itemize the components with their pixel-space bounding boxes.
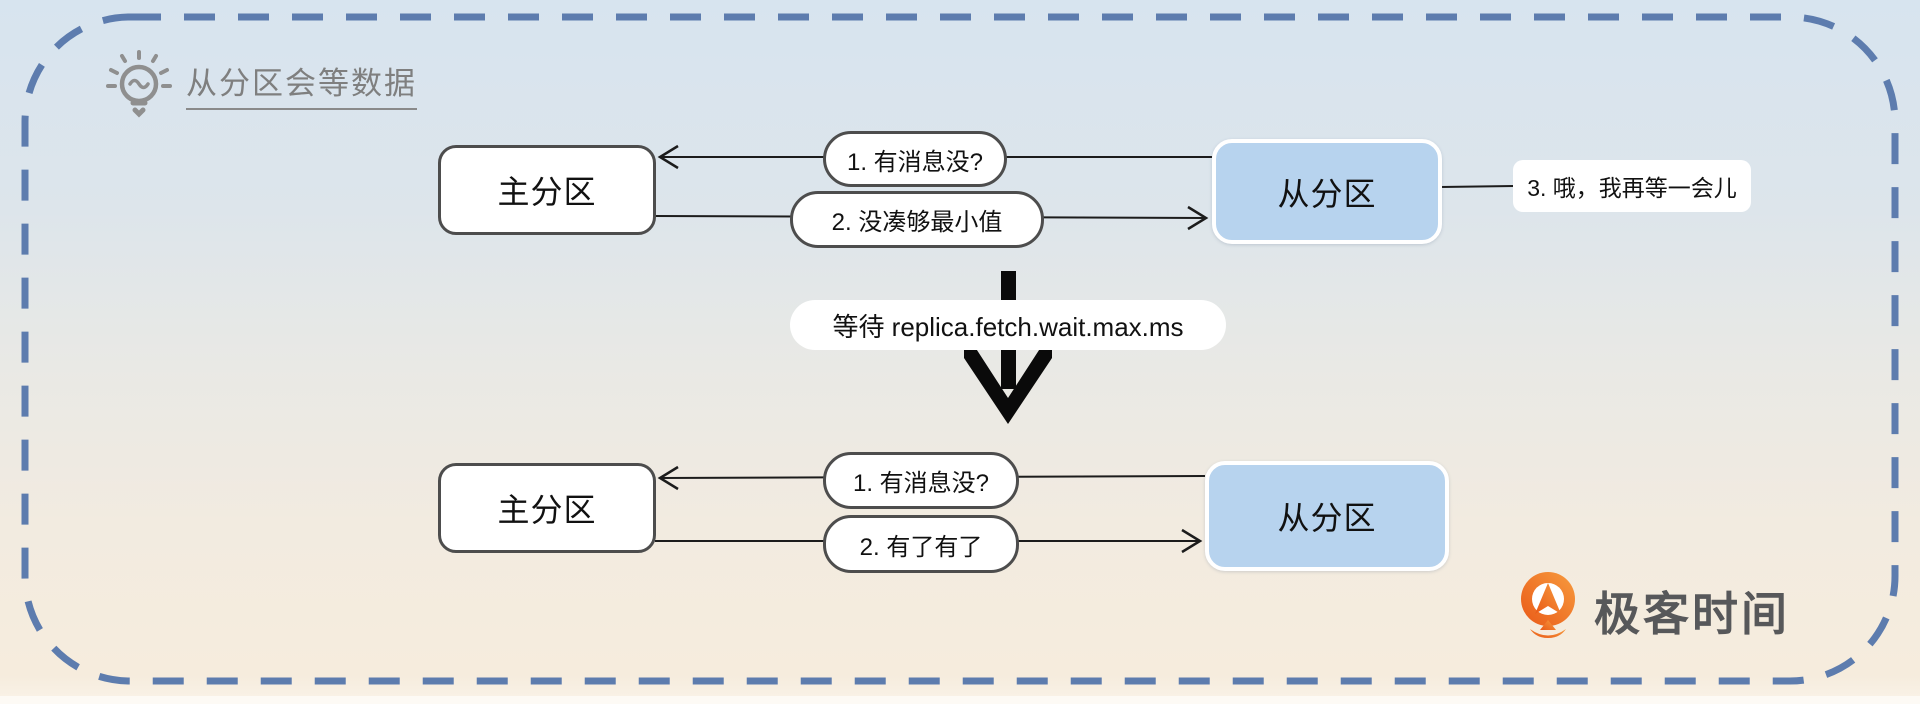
- top-message-pill-1: 1. 有消息没?: [823, 131, 1007, 187]
- top-note-line: [1440, 185, 1515, 188]
- bottom-primary-partition-box: 主分区: [438, 463, 656, 553]
- wait-pill: 等待 replica.fetch.wait.max.ms: [790, 300, 1226, 350]
- bottom-request-arrowhead: [657, 465, 679, 491]
- top-primary-partition-box: 主分区: [438, 145, 656, 235]
- top-response-arrowhead: [1187, 205, 1209, 231]
- lightbulb-icon: [100, 48, 178, 128]
- top-replica-partition-box: 从分区: [1212, 139, 1442, 244]
- top-message-pill-2: 2. 没凑够最小值: [790, 191, 1044, 248]
- section-title: 从分区会等数据: [186, 58, 417, 110]
- bottom-message-pill-2: 2. 有了有了: [823, 515, 1019, 573]
- geektime-logo-text: 极客时间: [1594, 588, 1790, 640]
- bottom-message-pill-1: 1. 有消息没?: [823, 452, 1019, 509]
- geektime-logo-icon: [1516, 570, 1582, 640]
- bottom-response-arrowhead: [1181, 528, 1203, 554]
- top-request-arrowhead: [657, 144, 679, 170]
- top-reply-note: 3. 哦，我再等一会儿: [1513, 160, 1751, 212]
- bottom-replica-partition-box: 从分区: [1205, 461, 1449, 571]
- bottom-edge-strip: [0, 696, 1920, 704]
